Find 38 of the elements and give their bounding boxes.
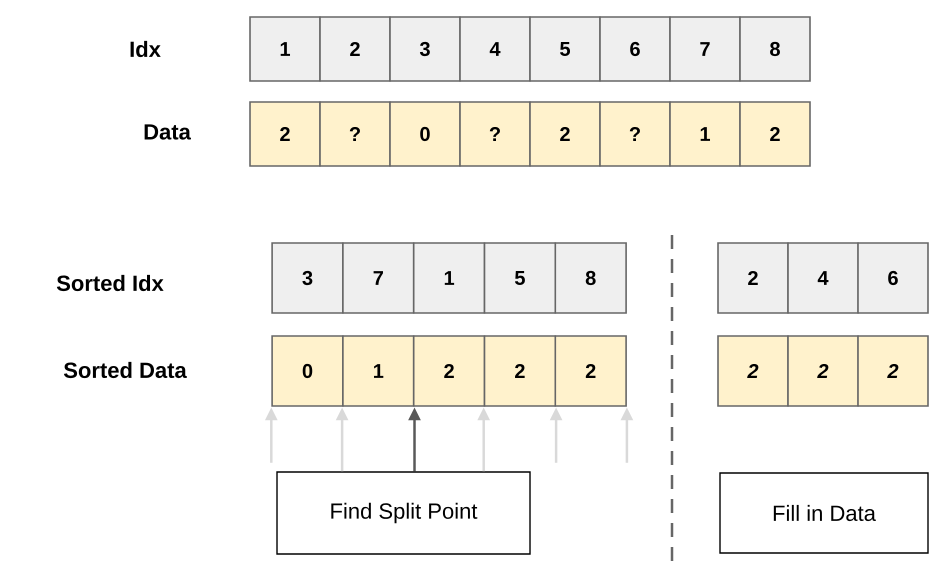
index-cell: 7 <box>669 16 741 82</box>
data-cell: ? <box>599 101 671 167</box>
row-label: Sorted Idx <box>56 274 164 292</box>
index-cell: 8 <box>554 242 627 314</box>
data-cell: 2 <box>412 335 486 407</box>
data-cell: 2 <box>484 335 556 407</box>
index-cell: 2 <box>717 242 789 314</box>
data-cell: 1 <box>669 101 741 167</box>
data-cell: 2 <box>554 335 627 407</box>
data-cell: 2 <box>529 101 601 167</box>
row-label: Idx <box>130 40 161 58</box>
index-cell: 6 <box>599 16 671 82</box>
index-cell: 5 <box>484 242 556 314</box>
index-cell: 3 <box>271 242 344 314</box>
row-label: Sorted Data <box>64 362 187 378</box>
data-cell: 2 <box>787 335 859 407</box>
row-label: Data <box>144 124 191 140</box>
data-cell: ? <box>319 101 391 167</box>
data-cell: 2 <box>717 335 789 407</box>
data-cell: 0 <box>389 101 461 167</box>
index-cell: 3 <box>389 16 461 82</box>
index-cell: 6 <box>857 242 929 314</box>
step-box: Fill in Data <box>719 472 929 554</box>
index-cell: 5 <box>529 16 601 82</box>
index-cell: 8 <box>739 16 811 82</box>
index-cell: 4 <box>787 242 859 314</box>
data-cell: 1 <box>342 335 414 407</box>
data-cell: 2 <box>857 335 929 407</box>
data-cell: ? <box>459 101 531 167</box>
data-cell: 0 <box>271 335 344 407</box>
index-cell: 7 <box>342 242 414 314</box>
index-cell: 2 <box>319 16 391 82</box>
index-cell: 1 <box>249 16 321 82</box>
index-cell: 1 <box>412 242 486 314</box>
step-box: Find Split Point <box>276 471 531 555</box>
index-cell: 4 <box>459 16 531 82</box>
data-cell: 2 <box>739 101 811 167</box>
data-cell: 2 <box>249 101 321 167</box>
